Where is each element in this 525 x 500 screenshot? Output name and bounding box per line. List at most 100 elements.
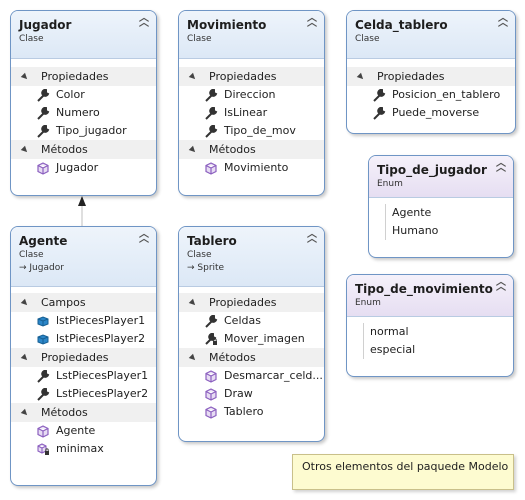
wrench-icon — [37, 89, 50, 102]
enum-tipo-de-movimiento[interactable]: Tipo_de_movimiento Enum ︿︿ normal especi… — [346, 274, 514, 377]
enum-value[interactable]: normal — [370, 325, 409, 338]
cube-method-icon — [205, 370, 217, 383]
inherits-arrow-icon: → — [187, 263, 198, 273]
chevron-up-double-icon[interactable]: ︿︿ — [307, 229, 317, 245]
chevron-up-double-icon[interactable]: ︿︿ — [139, 13, 149, 29]
cube-method-icon — [205, 162, 217, 175]
chevron-up-double-icon[interactable]: ︿︿ — [498, 13, 508, 29]
class-parent: → Jugador — [19, 263, 64, 273]
inherits-arrow-icon: → — [19, 263, 30, 273]
member-method[interactable]: minimax — [11, 440, 156, 458]
enum-kind: Enum — [377, 179, 403, 189]
class-agente[interactable]: Agente Clase → Jugador ︿︿ Campos lstPiec… — [10, 226, 157, 486]
class-header[interactable]: Jugador Clase ︿︿ — [11, 11, 156, 59]
section-methods[interactable]: Métodos — [179, 140, 324, 159]
member-property[interactable]: Direccion — [179, 86, 324, 104]
section-properties[interactable]: Propiedades — [11, 348, 156, 367]
enum-value[interactable]: Agente — [392, 206, 432, 219]
enum-value[interactable]: Humano — [392, 224, 439, 237]
class-movimiento[interactable]: Movimiento Clase ︿︿ Propiedades Direccio… — [178, 10, 325, 196]
comment-note[interactable]: Otros elementos del paquede Modelo — [292, 454, 514, 490]
member-property[interactable]: Color — [11, 86, 156, 104]
enum-kind: Enum — [355, 298, 381, 308]
member-method[interactable]: Tablero — [179, 403, 324, 421]
member-method[interactable]: Movimiento — [179, 159, 324, 177]
class-title: Agente — [19, 234, 68, 248]
inheritance-arrowhead — [78, 196, 86, 206]
class-title: Jugador — [19, 18, 72, 32]
wrench-lock-icon — [205, 333, 217, 345]
chevron-up-double-icon[interactable]: ︿︿ — [496, 277, 506, 293]
member-method[interactable]: Desmarcar_celd... — [179, 367, 324, 385]
class-celda-tablero[interactable]: Celda_tablero Clase ︿︿ Propiedades Posic… — [346, 10, 516, 134]
class-header[interactable]: Movimiento Clase ︿︿ — [179, 11, 324, 59]
class-kind: Clase — [19, 250, 44, 260]
triangle-expanded-icon[interactable] — [20, 72, 30, 82]
triangle-expanded-icon[interactable] — [20, 298, 30, 308]
triangle-expanded-icon[interactable] — [20, 408, 30, 418]
enum-title: Tipo_de_movimiento — [355, 282, 493, 296]
class-jugador[interactable]: Jugador Clase ︿︿ Propiedades Color Numer… — [10, 10, 157, 196]
enum-value[interactable]: especial — [370, 343, 416, 356]
member-property[interactable]: Mover_imagen — [179, 330, 324, 348]
class-title: Movimiento — [187, 18, 267, 32]
class-header[interactable]: Celda_tablero Clase ︿︿ — [347, 11, 515, 59]
member-field[interactable]: lstPiecesPlayer2 — [11, 330, 156, 348]
class-kind: Clase — [19, 34, 44, 44]
chevron-up-double-icon[interactable]: ︿︿ — [307, 13, 317, 29]
class-header[interactable]: Agente Clase → Jugador ︿︿ — [11, 227, 156, 287]
triangle-expanded-icon[interactable] — [188, 298, 198, 308]
member-method[interactable]: Draw — [179, 385, 324, 403]
triangle-expanded-icon[interactable] — [188, 353, 198, 363]
class-title: Celda_tablero — [355, 18, 448, 32]
triangle-expanded-icon[interactable] — [188, 72, 198, 82]
chevron-up-double-icon[interactable]: ︿︿ — [139, 229, 149, 245]
member-property[interactable]: Tipo_jugador — [11, 122, 156, 140]
member-property[interactable]: Posicion_en_tablero — [347, 86, 515, 104]
member-method[interactable]: Agente — [11, 422, 156, 440]
section-methods[interactable]: Métodos — [11, 403, 156, 422]
triangle-expanded-icon[interactable] — [20, 353, 30, 363]
section-properties[interactable]: Propiedades — [179, 67, 324, 86]
class-header[interactable]: Tablero Clase → Sprite ︿︿ — [179, 227, 324, 287]
section-properties[interactable]: Propiedades — [11, 67, 156, 86]
member-field[interactable]: lstPiecesPlayer1 — [11, 312, 156, 330]
cube-method-icon — [37, 162, 49, 175]
section-properties[interactable]: Propiedades — [347, 67, 515, 86]
enum-tipo-de-jugador[interactable]: Tipo_de_jugador Enum ︿︿ Agente Humano — [368, 155, 514, 258]
member-property[interactable]: IsLinear — [179, 104, 324, 122]
class-tablero[interactable]: Tablero Clase → Sprite ︿︿ Propiedades Ce… — [178, 226, 325, 442]
section-methods[interactable]: Métodos — [179, 348, 324, 367]
section-properties[interactable]: Propiedades — [179, 293, 324, 312]
wrench-icon — [205, 107, 218, 120]
member-property[interactable]: LstPiecesPlayer2 — [11, 385, 156, 403]
triangle-expanded-icon[interactable] — [356, 72, 366, 82]
member-property[interactable]: Puede_moverse — [347, 104, 515, 122]
triangle-expanded-icon[interactable] — [20, 145, 30, 155]
enum-title: Tipo_de_jugador — [377, 163, 487, 177]
cube-method-lock-icon — [37, 443, 49, 455]
wrench-icon — [205, 125, 218, 138]
member-method[interactable]: Jugador — [11, 159, 156, 177]
wrench-icon — [205, 89, 218, 102]
wrench-icon — [37, 107, 50, 120]
class-parent: → Sprite — [187, 263, 225, 273]
member-property[interactable]: LstPiecesPlayer1 — [11, 367, 156, 385]
class-kind: Clase — [187, 34, 212, 44]
triangle-expanded-icon[interactable] — [188, 145, 198, 155]
cube-method-icon — [205, 406, 217, 419]
enum-header[interactable]: Tipo_de_movimiento Enum ︿︿ — [347, 275, 513, 317]
section-methods[interactable]: Métodos — [11, 140, 156, 159]
member-property[interactable]: Celdas — [179, 312, 324, 330]
section-fields[interactable]: Campos — [11, 293, 156, 312]
enum-header[interactable]: Tipo_de_jugador Enum ︿︿ — [369, 156, 513, 198]
member-property[interactable]: Tipo_de_mov — [179, 122, 324, 140]
wrench-icon — [37, 388, 50, 401]
wrench-icon — [373, 89, 386, 102]
chevron-up-double-icon[interactable]: ︿︿ — [496, 158, 506, 174]
class-title: Tablero — [187, 234, 237, 248]
class-kind: Clase — [187, 250, 212, 260]
member-property[interactable]: Numero — [11, 104, 156, 122]
cube-method-icon — [37, 425, 49, 438]
